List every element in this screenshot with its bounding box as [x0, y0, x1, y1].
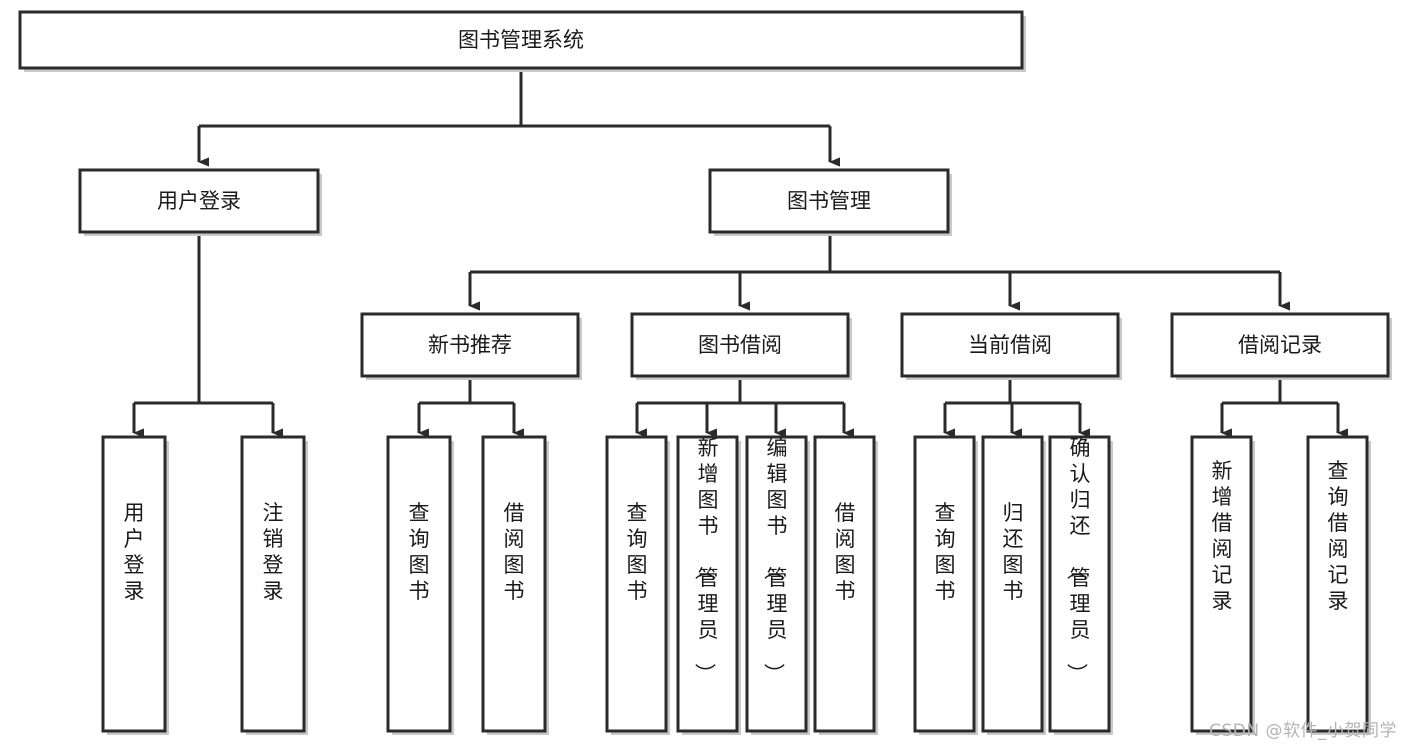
node-current-borrow[interactable]: 当前借阅: [900, 312, 1122, 380]
leaf-current-borrow-1-label: 归还图书: [1003, 501, 1024, 603]
leaf-current-borrow-1[interactable]: 归还图书: [981, 435, 1046, 735]
leaf-book-borrow-0-label: 查询图书: [627, 501, 648, 603]
node-root-label: 图书管理系统: [458, 28, 584, 52]
leaf-current-borrow-0[interactable]: 查询图书: [913, 435, 978, 735]
node-borrow-record-label: 借阅记录: [1238, 333, 1322, 357]
leaf-book-borrow-2[interactable]: 编辑图书（管理员）: [745, 435, 810, 735]
connector-group-borrow-record: [1220, 376, 1348, 438]
leaf-borrow-record-0-label: 新增借阅记录: [1212, 459, 1233, 613]
node-root[interactable]: 图书管理系统: [18, 10, 1026, 72]
leaf-new-book-0-label: 查询图书: [409, 501, 430, 603]
leaf-book-borrow-2-label: 编辑图书（管理员）: [762, 436, 788, 684]
node-new-book-recommend-label: 新书推荐: [428, 333, 512, 357]
leaf-user-login-0[interactable]: 用户登录: [101, 435, 169, 735]
leaf-user-login-0-label: 用户登录: [124, 501, 145, 603]
connector-group-root: [197, 68, 840, 167]
leaf-borrow-record-1-label: 查询借阅记录: [1328, 459, 1349, 613]
leaf-new-book-0[interactable]: 查询图书: [386, 435, 454, 735]
leaf-user-login-1-label: 注销登录: [263, 501, 284, 603]
node-new-book-recommend[interactable]: 新书推荐: [360, 312, 582, 380]
node-borrow-record[interactable]: 借阅记录: [1170, 312, 1392, 380]
leaf-user-login-1[interactable]: 注销登录: [240, 435, 308, 735]
node-book-borrow[interactable]: 图书借阅: [630, 312, 852, 380]
node-user-login-label: 用户登录: [157, 189, 241, 213]
node-current-borrow-label: 当前借阅: [968, 333, 1052, 357]
leaf-book-borrow-1-label: 新增图书（管理员）: [693, 436, 719, 684]
leaf-book-borrow-3-label: 借阅图书: [835, 501, 856, 603]
node-book-management[interactable]: 图书管理: [708, 168, 952, 236]
leaf-new-book-1-label: 借阅图书: [504, 501, 525, 603]
connector-group-current-borrow: [943, 376, 1090, 438]
leaf-book-borrow-0[interactable]: 查询图书: [605, 435, 670, 735]
leaf-borrow-record-1[interactable]: 查询借阅记录: [1306, 435, 1371, 735]
connector-group-book-borrow: [635, 376, 854, 438]
leaf-borrow-record-0[interactable]: 新增借阅记录: [1190, 435, 1255, 735]
node-user-login[interactable]: 用户登录: [78, 168, 322, 236]
connector-group-user-login: [132, 232, 283, 438]
leaf-book-borrow-1[interactable]: 新增图书（管理员）: [676, 435, 741, 735]
connector-group-book-management: [468, 232, 1290, 311]
leaf-current-borrow-2-label: 确认归还（管理员）: [1065, 436, 1091, 684]
leaf-current-borrow-0-label: 查询图书: [935, 501, 956, 603]
leaf-book-borrow-3[interactable]: 借阅图书: [813, 435, 878, 735]
csdn-watermark: CSDN @软件_小贺同学: [1209, 721, 1397, 741]
node-book-borrow-label: 图书借阅: [698, 333, 782, 357]
leaf-current-borrow-2[interactable]: 确认归还（管理员）: [1048, 435, 1113, 735]
node-book-management-label: 图书管理: [787, 189, 871, 213]
connector-group-new-book: [417, 376, 524, 438]
leaf-new-book-1[interactable]: 借阅图书: [481, 435, 549, 735]
